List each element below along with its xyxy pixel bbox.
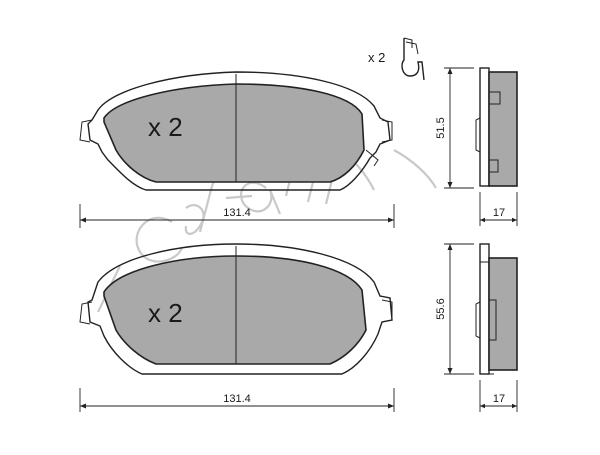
pad-bottom-width-label: 131.4 (223, 393, 251, 405)
pad-bottom-qty: x 2 (148, 298, 183, 328)
pad-top-width-dimension: 131.4 (79, 204, 395, 228)
pad-top-side-view (475, 67, 518, 187)
pad-bottom-height-label: 55.6 (435, 298, 447, 319)
pad-top-width-label: 131.4 (223, 207, 251, 219)
pad-bottom-width-dimension: 131.4 (79, 388, 395, 412)
accessory-qty: x 2 (368, 50, 385, 65)
pad-top-friction-material (103, 83, 365, 183)
pad-top-thickness-label: 17 (493, 207, 505, 219)
pad-bottom-right-ear (381, 299, 393, 323)
clip-icon (401, 38, 425, 81)
pad-bottom-height-dimension: 55.6 (435, 243, 474, 375)
pad-top-height-dimension: 51.5 (435, 67, 474, 189)
pad-bottom-backing-plate (87, 243, 393, 375)
pad-top-right-ear (381, 119, 393, 143)
pad-bottom-friction-material (103, 255, 367, 365)
pad-top-thickness-dimension: 17 (479, 192, 518, 226)
pad-bottom-side-view (475, 243, 518, 375)
pad-bottom-thickness-dimension: 17 (479, 380, 518, 412)
pad-top-left-ear (79, 119, 93, 143)
pad-top-qty: x 2 (148, 112, 183, 142)
pad-top-front-view: x 2 131.4 (79, 71, 395, 228)
pad-top-backing-plate (87, 71, 391, 191)
pad-bottom-thickness-label: 17 (493, 393, 505, 405)
pad-top-height-label: 51.5 (435, 117, 447, 138)
pad-top-wear-clip (365, 149, 379, 167)
pad-bottom-left-ear (79, 301, 93, 325)
accessory-clip: x 2 (368, 37, 425, 81)
pad-bottom-front-view: x 2 131.4 (79, 243, 395, 412)
